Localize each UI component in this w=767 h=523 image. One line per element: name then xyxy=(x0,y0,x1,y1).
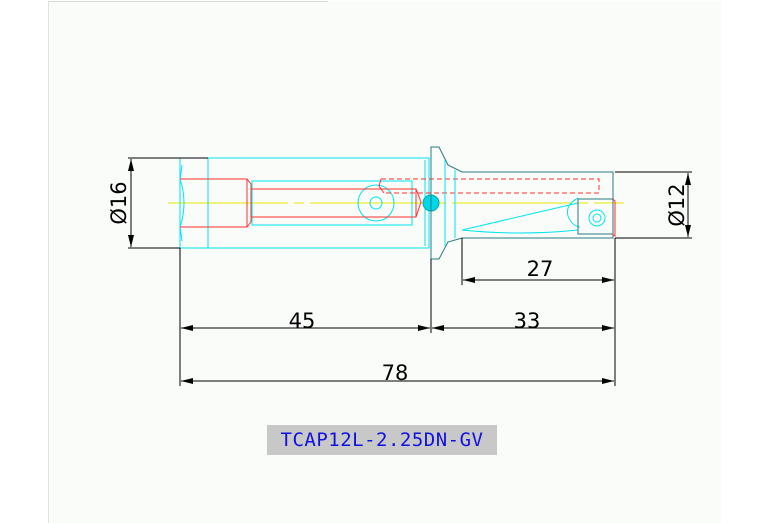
flange xyxy=(430,146,614,260)
screw-icon xyxy=(588,209,606,227)
dim-shank-diameter: Ø16 xyxy=(107,181,131,224)
body xyxy=(444,160,581,246)
dimension-lines xyxy=(128,157,692,386)
insert xyxy=(577,198,616,237)
dim-overall-length: 78 xyxy=(382,361,409,385)
sheet-border xyxy=(48,1,328,2)
dim-flute-length: 27 xyxy=(527,257,554,281)
part-number-label: TCAP12L-2.25DN-GV xyxy=(267,425,497,455)
coolant-bore xyxy=(180,178,600,228)
dim-shank-length: 45 xyxy=(289,309,316,333)
dim-body-diameter: Ø12 xyxy=(665,183,689,226)
dim-body-length: 33 xyxy=(514,309,541,333)
